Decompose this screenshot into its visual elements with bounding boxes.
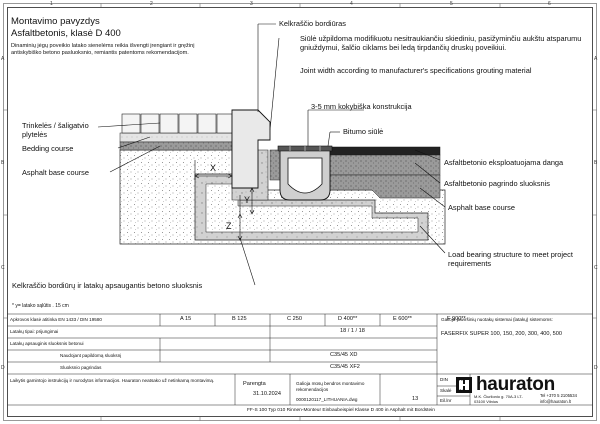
tb-address: M.K. Čiurlionio g. 70A-3 LT-03100 Vilniu… [474,394,523,404]
asphalt-wearing-course [329,146,441,156]
leaders [97,23,446,286]
label-asphalt-wear: Asfaltbetonio eksploatuojama danga [444,158,564,167]
title-block-grid [7,313,593,406]
label-curb: Kelkraščio bordiūras [279,19,346,28]
asphalt-base-left [119,141,233,151]
tb-eil-label: Eil.lnr [440,398,452,403]
tb-row2-value: 18 / 1 / 18 [340,328,365,334]
tb-footer: FF-S 100 Typ 010 Rinnen-Monteur Einbaube… [247,408,435,413]
grid-row-b-right: B [594,160,598,166]
grid-col-1: 1 [50,1,53,7]
dim-y-label: Y [244,195,251,205]
tb-row4-value: C35/45 XD [330,352,358,358]
label-asphalt-base-right: Asphalt base course [448,203,515,212]
tb-din-value: A4 [459,377,465,382]
tb-load-b125: B 125 [232,316,247,322]
label-compressible: 3-5 mm kokybiška konstrukcija [311,102,412,111]
tb-din-label: DIN [440,377,448,382]
dimensions [194,160,255,241]
channel-trough [287,157,323,194]
label-asphalt-binder: Asfaltbetonio pagrindo sluoksnis [444,179,550,188]
hauraton-logo-text: hauraton [476,374,555,395]
footnote: * y= latako sąlūtis . 15 cm [12,303,69,309]
tb-load-c250: C 250 [287,316,302,322]
tb-email[interactable]: info@hauraton.lt [540,399,571,404]
label-bedding: Bedding course [22,144,74,153]
label-bitumen: Bitumo siūlė [343,127,384,136]
grid-ticks [3,3,597,421]
label-load-bearing: Load bearing structure to meet project r… [448,250,573,268]
grid-row-d-right: D [594,365,598,371]
tb-row2-label: Latakų tipai: prijungimai [10,329,59,334]
asphalt-near-curb [269,149,281,181]
asphalt-binder-course [329,154,441,176]
bedding-course [119,132,233,143]
tb-load-d400: D 400** [338,316,358,322]
tb-left-note: Laikytis gamintojo instrukcijų ir nurody… [10,378,215,383]
grid-col-5: 5 [450,1,453,7]
hauraton-logo-mark [456,377,472,393]
curb-stone [231,109,271,189]
tb-sheet-no: 13 [412,396,419,402]
tb-load-f900: F 900** [447,316,466,322]
tb-row4-label: Naudojant papildomą sluoksnį [60,353,122,358]
grid-col-2: 2 [150,1,153,7]
grid-row-a-right: A [594,56,598,62]
tb-date: 31.10.2024 [253,391,281,397]
tb-row5-label: Sluoksnio pagrindas [60,365,102,370]
tb-scale-label: Skalė [440,388,452,393]
tb-load-e600: E 600** [393,316,412,322]
tb-right-label: Galioja paviršinių nuotakų sistemai (lat… [441,317,553,322]
tb-parengta-label: Parengta [243,381,266,387]
tb-row3-label: Latakų apsauginis sluoksnis betonui [10,341,84,346]
drawing-description: Dinaminių jėgų poveikio latako sienelėms… [11,43,195,56]
tb-phone: Tel +370 5 2105534 [540,393,577,398]
tb-load-a15: A 15 [180,316,192,322]
grid-row-b: B [1,160,5,166]
drawing-subtitle: Asfaltbetonis, klasė D 400 [11,28,121,39]
grid-row-a: A [1,56,5,62]
tb-product: FASERFIX SUPER 100, 150, 200, 300, 400, … [441,331,562,337]
grid-row-c-right: C [594,265,598,271]
dim-z-label: Z [226,221,232,231]
tb-row5-value: C35/45 XF2 [330,364,360,370]
tb-doc-desc: Galioja mūsų bendros montavimo rekomenda… [296,381,365,392]
tb-drawing-no: 0000120117_LITHUANIA.dwg [296,397,358,402]
label-joint-lt: Siūlė užpildoma modifikuotu nesitraukian… [300,34,582,52]
tb-scale-value: 1:5 [459,388,466,393]
label-joint-en: Joint width according to manufacturer's … [300,66,532,75]
grid-row-c: C [1,265,5,271]
label-pavers: Trinkelės / šaligatvio plytelės [22,121,89,139]
label-asphalt-base-left: Asphalt base course [22,168,89,177]
pavers [121,113,233,134]
label-curb-foundation: Kelkraščio bordiūrų ir latakų apsauganti… [12,281,203,290]
tb-load-row-label: Apkrovos klasė atitinka EN 1433 / DIN 19… [10,317,102,322]
drawing-title: Montavimo pavyzdys [11,16,100,27]
grid-col-6: 6 [548,1,551,7]
grid-col-4: 4 [350,1,353,7]
dim-x-label: X [210,163,217,173]
grid-row-d: D [1,365,5,371]
grid-col-3: 3 [250,1,253,7]
